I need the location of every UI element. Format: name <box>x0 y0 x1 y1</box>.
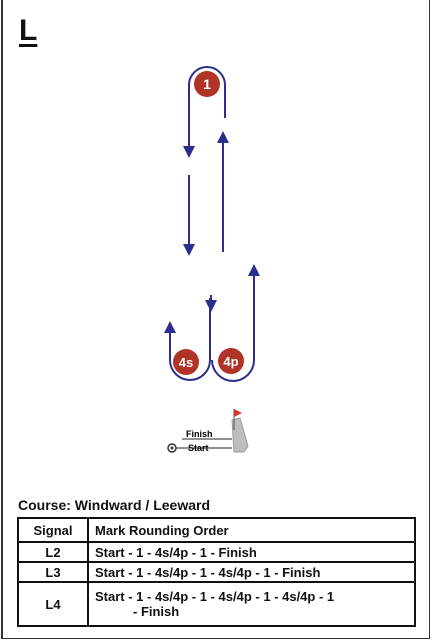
signal-cell: L2 <box>17 541 89 563</box>
order-cell: Start - 1 - 4s/4p - 1 - Finish <box>87 541 416 563</box>
mark-rounding-table: Signal Mark Rounding Order L2 Start - 1 … <box>17 517 416 627</box>
start-label: Start <box>188 443 209 453</box>
mark-4s-label: 4s <box>179 355 193 370</box>
committee-boat-icon <box>231 417 249 453</box>
table-row: L4 Start - 1 - 4s/4p - 1 - 4s/4p - 1 - 4… <box>17 581 416 627</box>
finish-label: Finish <box>186 429 213 439</box>
mark-4p-label: 4p <box>223 354 238 369</box>
mark-1-label: 1 <box>203 76 211 92</box>
table-row: L2 Start - 1 - 4s/4p - 1 - Finish <box>17 541 416 563</box>
table-header-row: Signal Mark Rounding Order <box>17 517 416 543</box>
course-path-mark1-rounding <box>188 66 226 150</box>
signal-cell: L4 <box>17 581 89 627</box>
order-line-1: Start - 1 - 4s/4p - 1 - 4s/4p - 1 - 4s/4… <box>95 589 335 604</box>
signal-cell: L3 <box>17 561 89 583</box>
order-line-2: - Finish <box>133 604 180 619</box>
header-rounding-order: Mark Rounding Order <box>87 517 416 543</box>
order-cell: Start - 1 - 4s/4p - 1 - 4s/4p - 1 - 4s/4… <box>87 581 416 627</box>
course-type-label: Course: Windward / Leeward <box>18 497 211 513</box>
table-row: L3 Start - 1 - 4s/4p - 1 - 4s/4p - 1 - F… <box>17 561 416 583</box>
course-diagram: 1 4s 4p Finish Start <box>164 66 260 453</box>
order-cell: Start - 1 - 4s/4p - 1 - 4s/4p - 1 - Fini… <box>87 561 416 583</box>
start-finish-area: Finish Start <box>167 409 249 453</box>
course-path-gate <box>169 270 255 382</box>
header-signal: Signal <box>17 517 89 543</box>
mark-4s: 4s <box>173 349 199 375</box>
course-letter: L <box>19 14 38 47</box>
mark-4p: 4p <box>218 348 244 374</box>
mark-1: 1 <box>194 71 220 97</box>
flag-icon <box>234 409 242 417</box>
